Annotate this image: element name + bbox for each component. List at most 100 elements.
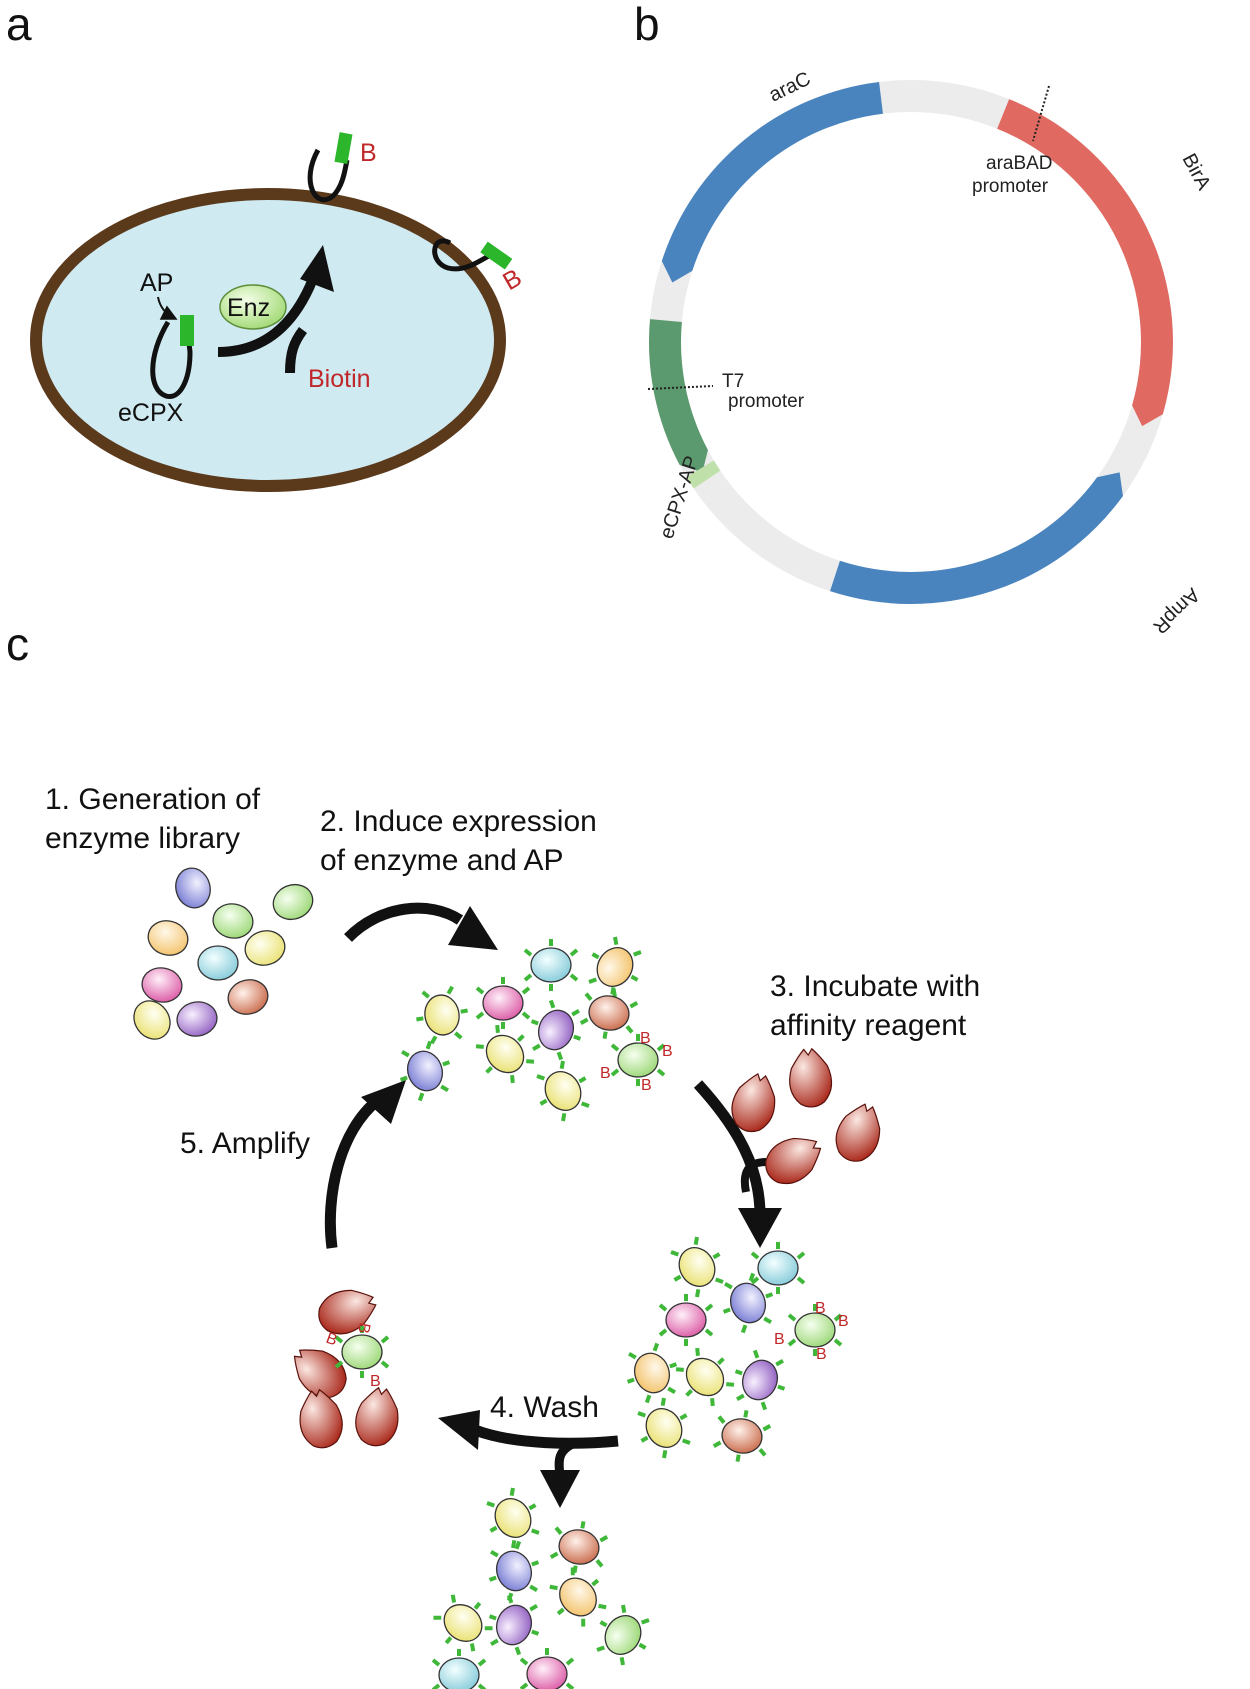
biotin-label: B: [816, 1346, 827, 1363]
ap-tag: [511, 1539, 517, 1549]
bacterial-cell: [579, 987, 639, 1039]
ap-tag: [442, 1060, 451, 1067]
arrow-step3-head: [738, 1208, 782, 1248]
ap-tag: [514, 1540, 522, 1550]
ap-tag: [717, 1415, 726, 1424]
ap-tag: [644, 1394, 652, 1404]
arrow-step4: [473, 1424, 619, 1449]
cell-body: [175, 867, 211, 909]
arabad-label-line1: araBAD: [986, 153, 1053, 174]
biotin-label: B: [815, 1300, 826, 1317]
ap-tag: [569, 948, 579, 957]
ap-tag: [602, 1031, 608, 1039]
ap-tag: [399, 1075, 408, 1082]
ap-tag: [693, 1236, 699, 1246]
ap-tag: [565, 1657, 575, 1666]
wash-waste-head: [540, 1470, 580, 1508]
biotin-tag-top: B: [360, 139, 377, 167]
ap-tag: [787, 1338, 797, 1347]
ap-tag: [750, 1276, 760, 1285]
bacterial-cell: [147, 920, 189, 956]
ap-tag: [758, 1448, 767, 1457]
ap-tag: [334, 1360, 344, 1369]
ap-tag: [625, 1025, 634, 1034]
ap-tag: [521, 986, 531, 995]
bacterial-cell: [475, 1024, 535, 1084]
ap-tag: [556, 1051, 564, 1061]
ap-tag: [485, 1066, 493, 1074]
ap-tag: [630, 974, 639, 982]
ap-tag: [530, 1528, 540, 1535]
bacterial-cell: [176, 1001, 218, 1037]
ap-tag: [529, 1584, 538, 1593]
cell-body: [665, 1302, 707, 1338]
ap-tag: [431, 1683, 441, 1689]
affinity-reagent: [318, 1289, 377, 1335]
ap-tag: [685, 1389, 693, 1397]
ap-tag: [743, 1410, 749, 1418]
bacterial-cell: [433, 1594, 493, 1652]
biotin-label: Biotin: [308, 365, 371, 393]
ap-tag: [667, 1386, 676, 1395]
cell-body: [729, 1282, 767, 1324]
ap-tag: [536, 1074, 546, 1081]
ap-tag: [510, 1075, 515, 1084]
ap-tag: [765, 1292, 774, 1299]
ap-tag: [591, 1578, 600, 1587]
ap-tag: [656, 1068, 666, 1077]
cell-body: [482, 985, 524, 1021]
cell-body: [757, 1250, 799, 1286]
ap-tag: [584, 992, 593, 1001]
bacterial-cell: [637, 1397, 691, 1459]
biotinylation-arrowhead: [300, 245, 334, 292]
bacterial-cell: [734, 1349, 786, 1411]
biotin-label: B: [324, 1330, 340, 1350]
ap-tag: [490, 1549, 499, 1558]
ap-tag: [469, 1643, 476, 1652]
bacterial-cell: [530, 999, 582, 1061]
ap-tag: [549, 1551, 559, 1559]
ap-tag: [796, 1251, 806, 1260]
cell-body: [559, 1577, 597, 1617]
ap-tag: [598, 1603, 607, 1610]
bacterial-cell: [244, 930, 286, 966]
ap-tag: [380, 1335, 390, 1344]
bacterial-cell: [523, 939, 579, 991]
ap-tag: [762, 1424, 772, 1432]
cell-body: [485, 1034, 525, 1074]
ap-tag: [401, 1049, 410, 1058]
ap-tag: [578, 1076, 587, 1084]
cell-body: [617, 1042, 659, 1078]
cell-body: [244, 930, 286, 966]
bacterial-cell: [488, 1594, 540, 1656]
cell-body: [526, 1656, 568, 1689]
biotin-label: B: [838, 1313, 849, 1330]
cell-body: [678, 1247, 716, 1287]
ap-tag: [596, 1645, 606, 1652]
cell-body: [212, 903, 254, 939]
step2-line1: 2. Induce expression: [320, 805, 597, 838]
ap-tag: [554, 1526, 563, 1535]
ap-tag: [569, 973, 579, 982]
arrow-step2: [344, 902, 464, 942]
ap-tag: [477, 1683, 487, 1689]
ap-tag: [444, 1636, 453, 1645]
arabad-label-line2: promoter: [972, 176, 1049, 197]
bacterial-cell: [175, 867, 211, 909]
ap-tag: [629, 1001, 639, 1009]
t7-label-line2: promoter: [728, 391, 805, 412]
cell-body: [341, 1334, 383, 1370]
bacterial-cell: [227, 979, 269, 1015]
ap-tag: [777, 1384, 786, 1391]
cell-body: [227, 979, 269, 1015]
ap-tag: [528, 1503, 537, 1511]
step3-line1: 3. Incubate with: [770, 970, 980, 1003]
ap-tag: [628, 1351, 637, 1360]
ap-tag: [670, 1250, 680, 1257]
cell-body: [197, 945, 239, 981]
ap-tag: [621, 1604, 627, 1614]
cell-body: [494, 1498, 532, 1538]
ap-tag: [710, 1398, 715, 1407]
ap-tag: [495, 1024, 500, 1033]
